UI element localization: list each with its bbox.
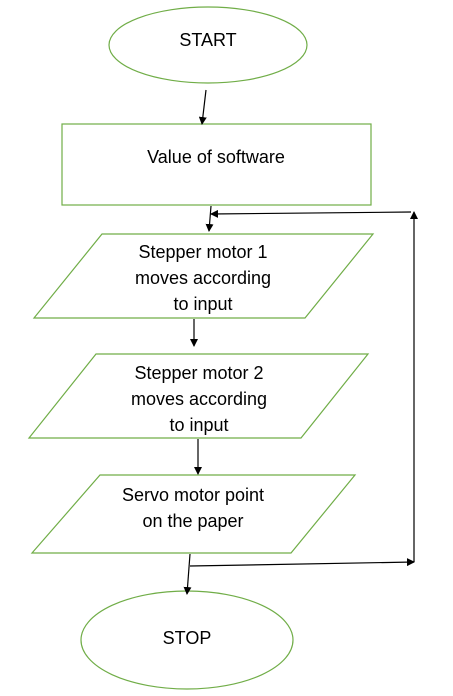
stepper-motor-2-line-3: to input (169, 415, 228, 435)
stepper-motor-2-line-2: moves according (131, 389, 267, 409)
loop-horizontal-bottom (189, 558, 415, 567)
servo-motor-line-2: on the paper (142, 511, 243, 531)
stepper-motor-1-line-2: moves according (135, 268, 271, 288)
value-of-software-label: Value of software (147, 147, 285, 167)
loop-horizontal-top (210, 209, 412, 218)
stepper-motor-2-line-1: Stepper motor 2 (134, 363, 263, 383)
servo-motor-line-1: Servo motor point (122, 485, 264, 505)
start-node: START (108, 6, 308, 84)
arrow-servo-to-stop (183, 553, 192, 595)
value-of-software-node: Value of software (61, 123, 372, 206)
stepper-motor-1-line-3: to input (173, 294, 232, 314)
stepper-motor-2-parallelogram (27, 353, 370, 439)
value-of-software-rect (61, 123, 372, 206)
loop-back-connector (189, 209, 418, 567)
stepper-motor-1-node: Stepper motor 1 moves according to input (32, 233, 375, 319)
servo-motor-parallelogram (30, 474, 357, 554)
arrow-start-to-value (198, 89, 207, 125)
stepper-motor-1-parallelogram (32, 233, 375, 319)
servo-motor-node: Servo motor point on the paper (30, 474, 357, 554)
arrow-value-to-stepper1 (205, 205, 214, 232)
stepper-motor-1-line-1: Stepper motor 1 (138, 242, 267, 262)
stop-label: STOP (163, 628, 212, 648)
stop-node: STOP (80, 590, 294, 690)
stepper-motor-2-node: Stepper motor 2 moves according to input (27, 353, 370, 439)
start-ellipse (108, 6, 308, 84)
start-label: START (179, 30, 236, 50)
